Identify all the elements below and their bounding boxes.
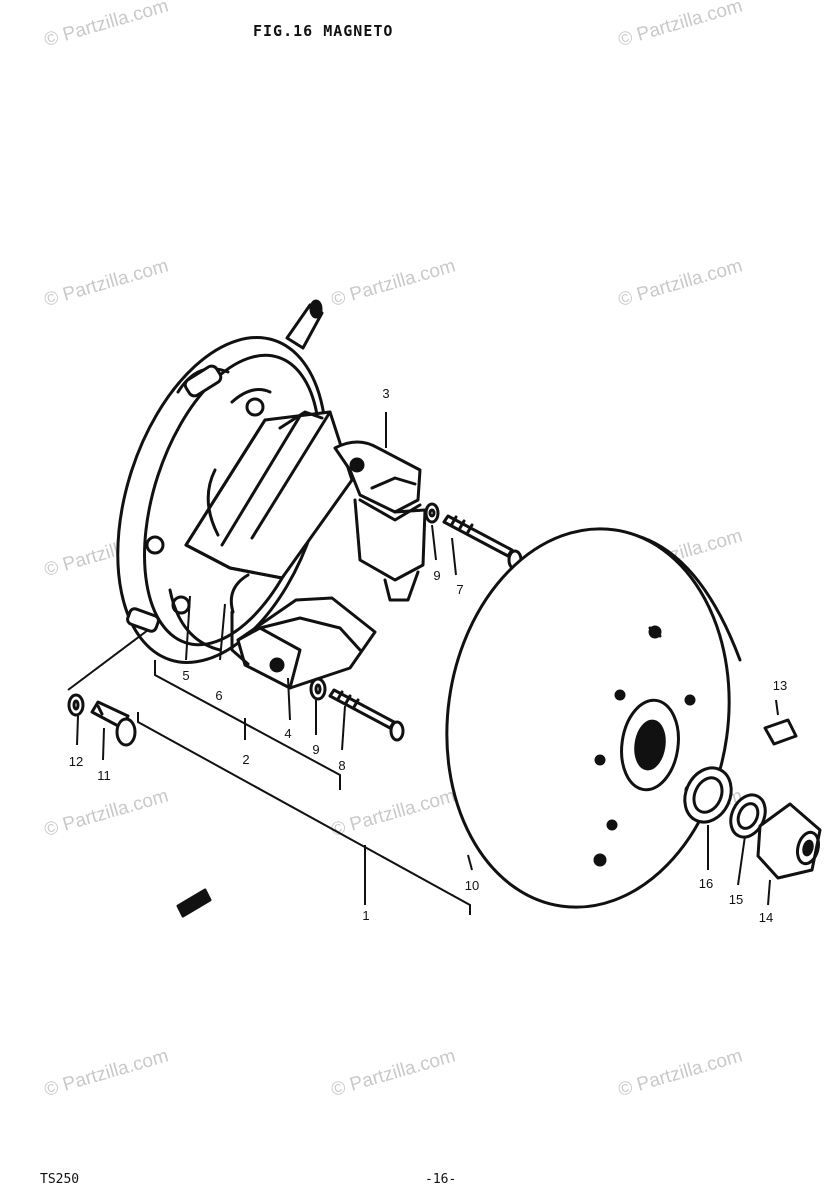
callout-13: 13: [773, 678, 787, 693]
washer-12: [67, 693, 85, 717]
callout-4: 4: [284, 726, 291, 741]
ignition-coil: [333, 440, 427, 602]
lighting-coil: [184, 410, 354, 580]
charging-coil: [229, 573, 377, 690]
callout-14: 14: [759, 910, 773, 925]
callout-2: 2: [242, 752, 249, 767]
screw-7: [442, 514, 523, 571]
callout-9-lower: 9: [312, 742, 319, 757]
washer-9-upper: [424, 502, 440, 524]
washer-16: [683, 766, 733, 824]
callout-1: 1: [362, 908, 369, 923]
callout-6: 6: [215, 688, 222, 703]
callout-8: 8: [338, 758, 345, 773]
nut-14: [756, 802, 822, 880]
callout-10: 10: [465, 878, 479, 893]
screw-8: [328, 688, 405, 742]
leader-lines: [67, 412, 779, 915]
callout-7: 7: [456, 582, 463, 597]
washer-9-lower: [309, 677, 327, 701]
callout-5: 5: [182, 668, 189, 683]
flywheel-rotor: [445, 527, 742, 909]
callout-16: 16: [699, 876, 713, 891]
page-number: -16-: [425, 1172, 457, 1187]
figure-title: FIG.16 MAGNETO: [253, 22, 394, 40]
callout-12: 12: [69, 754, 83, 769]
crankshaft-end: [285, 299, 324, 350]
model-label: TS250: [40, 1172, 80, 1187]
screw-11: [90, 700, 137, 747]
key-13: [763, 718, 798, 746]
callout-15: 15: [729, 892, 743, 907]
callout-9-upper: 9: [433, 568, 440, 583]
callout-11: 11: [97, 768, 111, 783]
callout-3: 3: [382, 386, 389, 401]
front-direction-arrow-icon: [176, 888, 212, 918]
